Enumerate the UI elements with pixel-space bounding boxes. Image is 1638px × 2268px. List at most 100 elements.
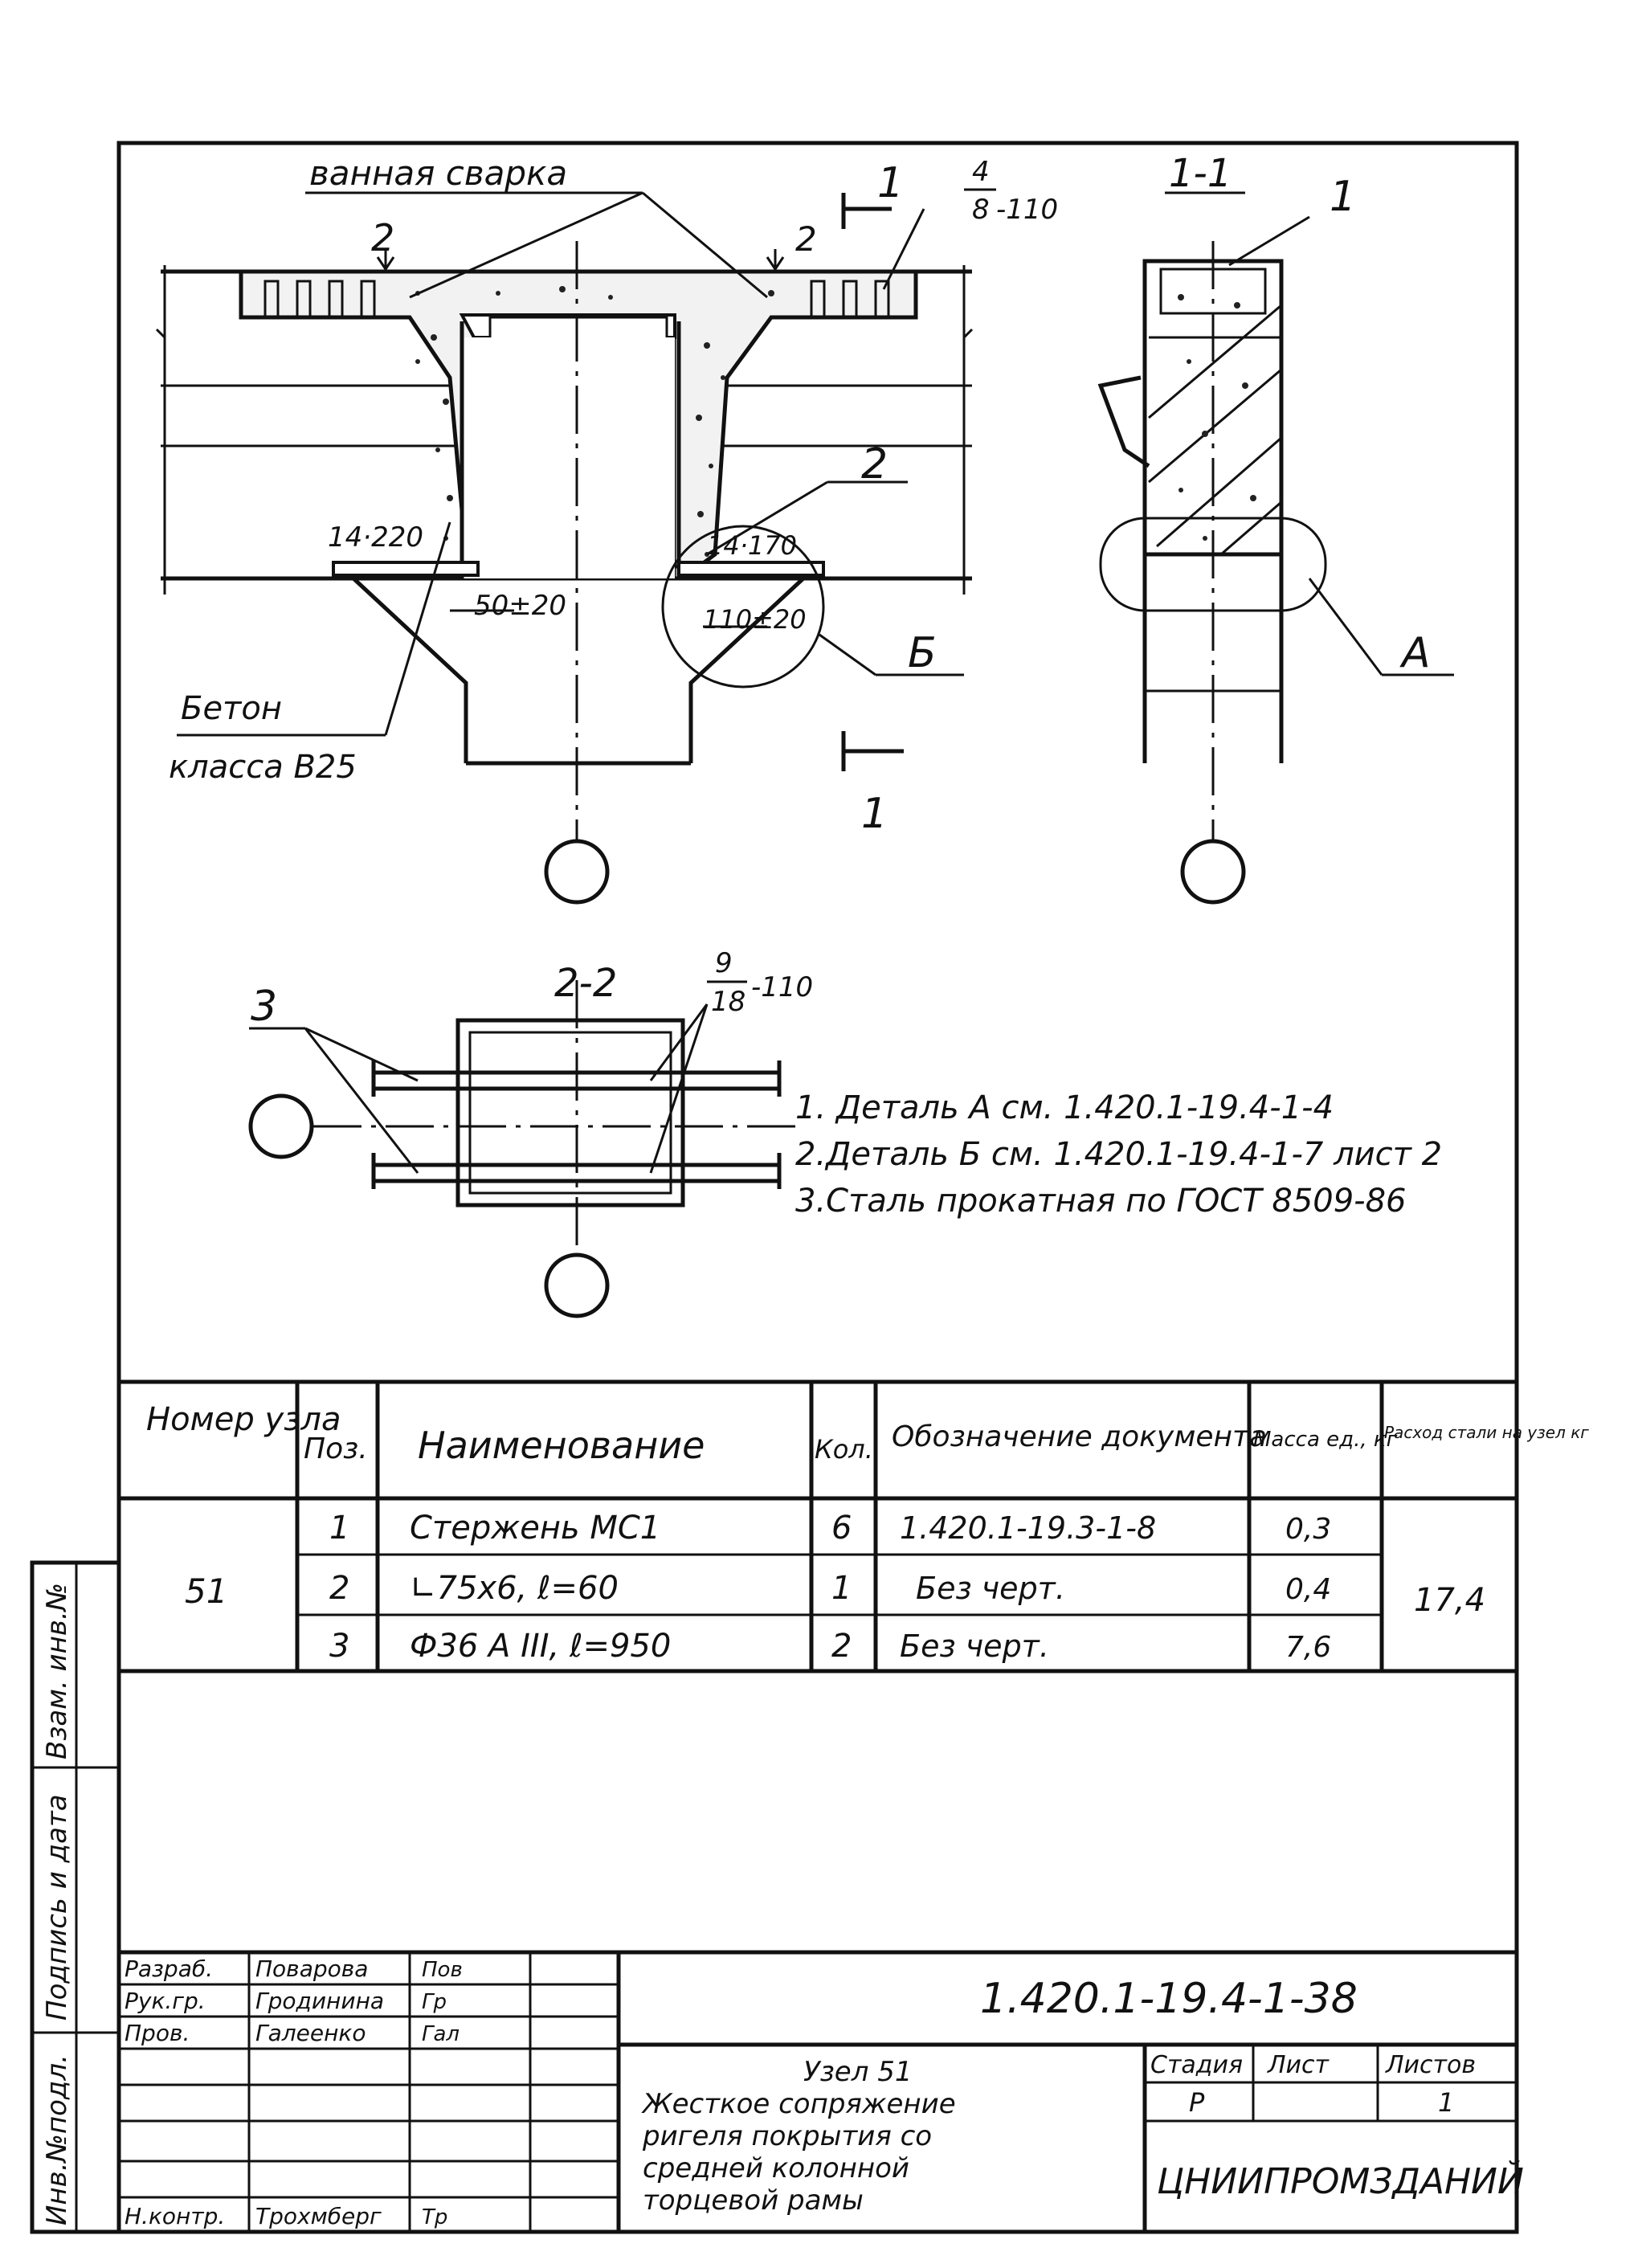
stamp-inv-orig: Инв.№подл.	[41, 2054, 73, 2225]
rebar-left	[263, 280, 376, 319]
header-node-text: Номер узла	[146, 1401, 341, 1438]
title-line-4: средней колонной	[643, 2152, 909, 2184]
section-1-1	[1097, 191, 1454, 905]
callout-b-number: 2	[861, 440, 888, 488]
label-concrete-class: класса В25	[169, 749, 357, 786]
header-name: Наименование	[418, 1424, 705, 1467]
title-line-2: Жесткое сопряжение	[641, 2088, 956, 2120]
table-row: 2 ∟75x6, ℓ=60 1 Без черт. 0,4	[329, 1570, 1331, 1607]
signature-row: Пров. Галеенко Гал	[125, 2020, 460, 2046]
signature-row: Н.контр. Трохмберг Тр	[125, 2203, 447, 2229]
row-2-doc: Без черт.	[916, 1571, 1065, 1606]
sheet-frame	[116, 141, 1519, 2234]
dim-left: 50±20	[474, 590, 566, 622]
section-mark-2-left: 2	[371, 216, 394, 259]
rebar-right	[810, 280, 890, 319]
row-3-name: Ф36 А III, ℓ=950	[410, 1628, 671, 1665]
sig-sign-3: Гал	[422, 2022, 460, 2046]
row-2-qty: 1	[831, 1570, 852, 1607]
title-line-3: ригеля покрытия со	[642, 2120, 932, 2152]
stamp-sign-date: Подпись и дата	[41, 1794, 73, 2021]
pad-right-size: 14·170	[707, 530, 797, 561]
main-elevation	[155, 191, 974, 905]
header-pos: Поз.	[304, 1432, 368, 1465]
note-1: 1. Деталь А см. 1.420.1-19.4-1-4	[795, 1089, 1334, 1126]
notes: 1. Деталь А см. 1.420.1-19.4-1-4 2.Детал…	[795, 1089, 1442, 1220]
axis-marker-main	[544, 839, 610, 905]
table-row: 1 Стержень МС1 6 1.420.1-19.3-1-8 0,3	[329, 1510, 1331, 1547]
axis-marker-2-2-bottom	[544, 1253, 610, 1318]
weld-2-2-length: -110	[751, 971, 813, 1003]
section-1-1-title: 1-1	[1169, 151, 1232, 196]
weld-top-length: -110	[996, 194, 1058, 226]
title-line-5: торцевой рамы	[643, 2184, 864, 2217]
node-number: 51	[185, 1571, 227, 1611]
detail-b-circle	[661, 525, 825, 689]
label-concrete: Бетон	[181, 690, 282, 727]
row-2-name: ∟75x6, ℓ=60	[410, 1570, 619, 1607]
sig-name-4: Трохмберг	[255, 2203, 382, 2229]
row-1-qty: 6	[831, 1510, 852, 1547]
weld-2-2-denominator: 18	[711, 986, 745, 1018]
note-2: 2.Деталь Б см. 1.420.1-19.4-1-7 лист 2	[795, 1136, 1442, 1173]
table-row: 3 Ф36 А III, ℓ=950 2 Без черт. 7,6	[329, 1628, 1331, 1665]
sig-sign-1: Пов	[422, 1958, 463, 1982]
row-2-mass: 0,4	[1285, 1573, 1331, 1606]
section-1-1-callout: 1	[1330, 173, 1356, 221]
section-2-2-position: 3	[251, 983, 277, 1031]
sheet-label: Лист	[1267, 2051, 1330, 2079]
total-steel: 17,4	[1414, 1582, 1485, 1619]
sig-role-3: Пров.	[125, 2020, 190, 2046]
axis-marker-2-2-left	[248, 1093, 314, 1159]
pad-left-size: 14·220	[328, 521, 423, 554]
sheets-label: Листов	[1385, 2051, 1476, 2079]
header-doc: Обозначение документа	[892, 1420, 1267, 1453]
section-2-2	[248, 980, 803, 1318]
weld-top-numerator: 4	[972, 156, 990, 188]
callout-a-letter: А	[1399, 629, 1431, 677]
weld-top-denominator: 8	[972, 194, 990, 226]
stage-label: Стадия	[1150, 2051, 1243, 2079]
header-steel: Расход стали на узел кг	[1384, 1423, 1589, 1442]
row-1-doc: 1.420.1-19.3-1-8	[900, 1510, 1156, 1546]
row-3-mass: 7,6	[1285, 1631, 1331, 1664]
note-3: 3.Сталь прокатная по ГОСТ 8509-86	[795, 1183, 1407, 1220]
sig-sign-2: Гр	[422, 1990, 447, 2014]
section-mark-2-right: 2	[795, 219, 817, 259]
stage-value: Р	[1189, 2087, 1205, 2118]
section-mark-1-bottom: 1	[861, 790, 888, 838]
row-1-mass: 0,3	[1285, 1513, 1331, 1546]
signature-row: Рук.гр. Гродинина Гр	[125, 1988, 447, 2014]
row-1-pos: 1	[329, 1510, 349, 1547]
stamp-replace-inv: Взам. инв.№	[41, 1583, 73, 1759]
sig-name-3: Галеенко	[255, 2020, 366, 2046]
organization-name: ЦНИИПРОМЗДАНИЙ	[1157, 2160, 1524, 2202]
document-title: Узел 51 Жесткое сопряжение ригеля покрыт…	[641, 2056, 956, 2217]
header-qty: Кол.	[815, 1434, 873, 1465]
side-stamp	[30, 1560, 121, 2234]
sig-sign-4: Тр	[422, 2205, 447, 2229]
axis-marker-section	[1180, 839, 1246, 905]
sig-role-4: Н.контр.	[125, 2203, 225, 2229]
sig-role-1: Разраб.	[125, 1955, 213, 1982]
dim-right: 110±20	[703, 604, 807, 635]
row-3-doc: Без черт.	[900, 1628, 1049, 1664]
header-mass: Масса ед., кг	[1253, 1428, 1398, 1452]
title-line-1: Узел 51	[803, 2056, 913, 2088]
sig-name-2: Гродинина	[255, 1988, 384, 2014]
spec-table	[119, 1379, 1517, 1673]
row-3-pos: 3	[329, 1628, 349, 1665]
row-1-name: Стержень МС1	[410, 1510, 660, 1547]
callout-b-letter: Б	[908, 629, 937, 677]
sig-name-1: Поварова	[255, 1955, 368, 1982]
label-welding: ванная сварка	[309, 153, 567, 193]
signature-row: Разраб. Поварова Пов	[125, 1955, 463, 1982]
row-3-qty: 2	[831, 1628, 852, 1665]
section-2-2-title: 2-2	[554, 961, 617, 1006]
header-node: Номер узла	[146, 1401, 341, 1438]
row-2-pos: 2	[329, 1570, 349, 1607]
document-code: 1.420.1-19.4-1-38	[980, 1975, 1358, 2023]
section-mark-1-top: 1	[877, 159, 904, 207]
sheets-value: 1	[1438, 2087, 1454, 2118]
